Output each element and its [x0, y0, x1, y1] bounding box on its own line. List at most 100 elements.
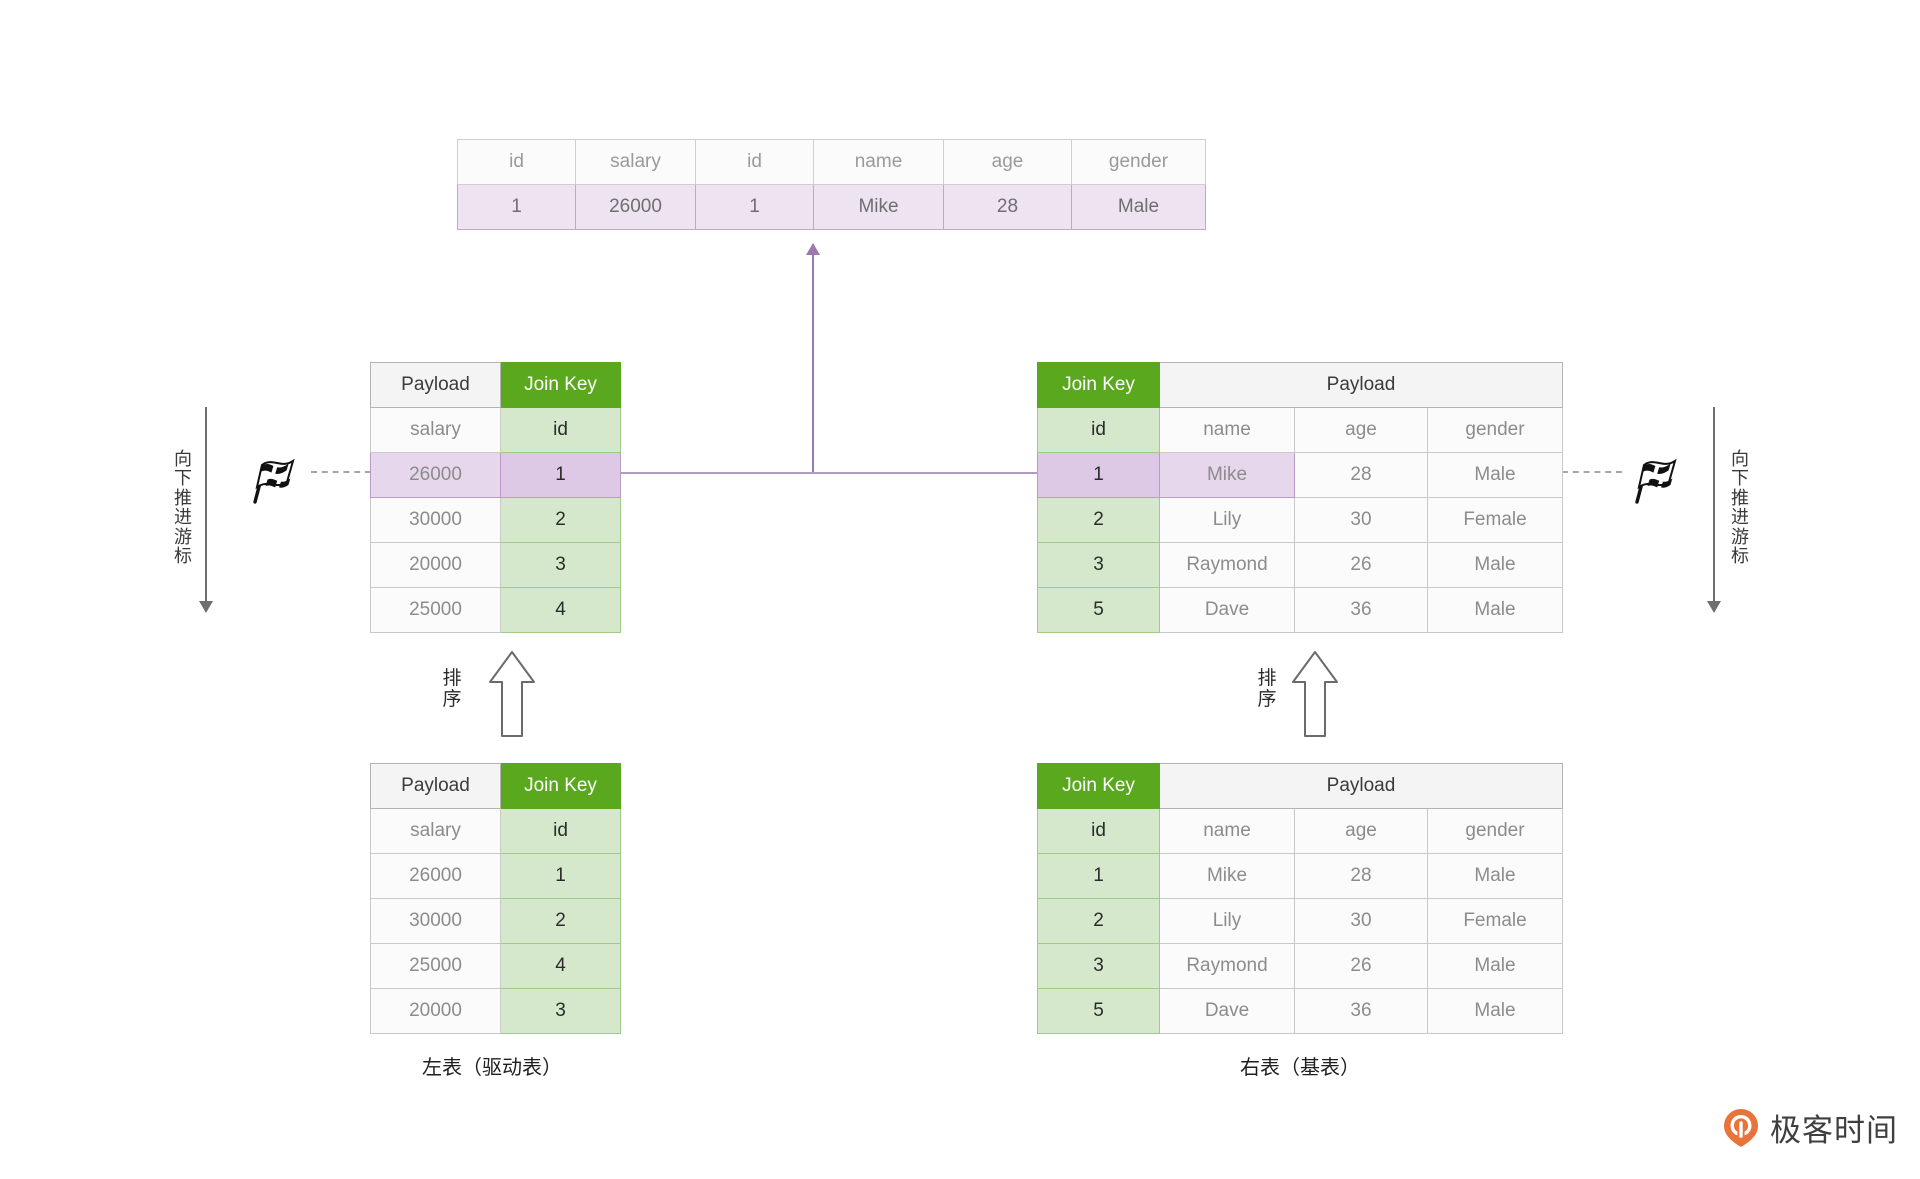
- table-row: 3 Raymond 26 Male: [1037, 943, 1563, 989]
- id-cell: 3: [1037, 542, 1160, 588]
- group-header-row: Join Key Payload: [1037, 362, 1563, 408]
- salary-cell: 26000: [370, 853, 501, 899]
- join-key-sub-header: id: [500, 407, 621, 453]
- id-cell: 1: [500, 853, 621, 899]
- rail-line: [205, 407, 207, 604]
- sub-header-row: id name age gender: [1037, 808, 1563, 854]
- gender-cell: Female: [1427, 898, 1563, 944]
- sub-header-row: salary id: [370, 407, 621, 453]
- id-cell: 2: [1037, 497, 1160, 543]
- table-row: 1 Mike 28 Male: [1037, 452, 1563, 498]
- salary-cell: 30000: [370, 898, 501, 944]
- join-key-group-header: Join Key: [500, 763, 621, 809]
- age-cell: 36: [1294, 988, 1428, 1034]
- result-cell: Mike: [813, 184, 944, 230]
- age-cell: 30: [1294, 898, 1428, 944]
- result-header-cell: salary: [575, 139, 696, 185]
- table-row: 5 Dave 36 Male: [1037, 988, 1563, 1034]
- rail-line: [1713, 407, 1715, 604]
- right-flag-connector-dashed: [1562, 471, 1622, 473]
- left-cursor-flag-icon: [243, 448, 303, 513]
- id-cell: 2: [500, 898, 621, 944]
- result-header-cell: id: [695, 139, 814, 185]
- table-row: 30000 2: [370, 898, 621, 944]
- name-cell: Raymond: [1159, 542, 1295, 588]
- salary-cell: 25000: [370, 943, 501, 989]
- join-key-group-header: Join Key: [500, 362, 621, 408]
- name-sub-header: name: [1159, 808, 1295, 854]
- group-header-row: Join Key Payload: [1037, 763, 1563, 809]
- gender-cell: Male: [1427, 943, 1563, 989]
- id-cell: 4: [500, 587, 621, 633]
- result-cell: Male: [1071, 184, 1206, 230]
- age-cell: 30: [1294, 497, 1428, 543]
- name-cell: Dave: [1159, 988, 1295, 1034]
- result-header-cell: name: [813, 139, 944, 185]
- table-row: 1 Mike 28 Male: [1037, 853, 1563, 899]
- gender-cell: Female: [1427, 497, 1563, 543]
- name-cell: Raymond: [1159, 943, 1295, 989]
- age-cell: 28: [1294, 853, 1428, 899]
- name-cell: Dave: [1159, 587, 1295, 633]
- salary-cell: 20000: [370, 542, 501, 588]
- id-cell: 2: [500, 497, 621, 543]
- table-row: 20000 3: [370, 988, 621, 1034]
- join-connector-horizontal: [621, 472, 1037, 474]
- right-sort-arrow-icon: [1292, 651, 1338, 737]
- id-cell: 3: [1037, 943, 1160, 989]
- right-source-table: Join Key Payload id name age gender 1 Mi…: [1037, 763, 1563, 1034]
- result-header-cell: gender: [1071, 139, 1206, 185]
- gender-sub-header: gender: [1427, 407, 1563, 453]
- left-flag-connector-dashed: [311, 471, 371, 473]
- join-arrow-head-icon: [806, 243, 820, 255]
- table-row: 2 Lily 30 Female: [1037, 497, 1563, 543]
- right-cursor-label: 向下推进游标: [1731, 449, 1749, 568]
- table-row: 26000 1: [370, 452, 621, 498]
- id-cell: 5: [1037, 988, 1160, 1034]
- gender-cell: Male: [1427, 452, 1563, 498]
- geektime-logo-icon: [1724, 1108, 1758, 1147]
- brand-name: 极客时间: [1770, 1113, 1898, 1149]
- payload-group-header: Payload: [1159, 763, 1563, 809]
- right-table-caption: 右表（基表）: [1240, 1055, 1360, 1079]
- right-sort-label: 排序: [1257, 667, 1277, 711]
- table-row: 25000 4: [370, 587, 621, 633]
- id-cell: 3: [500, 988, 621, 1034]
- table-row: 2 Lily 30 Female: [1037, 898, 1563, 944]
- gender-cell: Male: [1427, 587, 1563, 633]
- rail-arrow-head-icon: [1707, 601, 1721, 613]
- age-cell: 26: [1294, 943, 1428, 989]
- age-cell: 28: [1294, 452, 1428, 498]
- right-cursor-flag-icon: [1625, 448, 1685, 513]
- gender-cell: Male: [1427, 853, 1563, 899]
- group-header-row: Payload Join Key: [370, 763, 621, 809]
- id-cell: 1: [500, 452, 621, 498]
- name-cell: Mike: [1159, 853, 1295, 899]
- left-table-caption: 左表（驱动表）: [422, 1055, 562, 1079]
- payload-group-header: Payload: [1159, 362, 1563, 408]
- result-header-row: id salary id name age gender: [457, 139, 1206, 185]
- salary-cell: 20000: [370, 988, 501, 1034]
- id-cell: 4: [500, 943, 621, 989]
- left-cursor-label: 向下推进游标: [174, 449, 192, 568]
- rail-arrow-head-icon: [199, 601, 213, 613]
- id-cell: 2: [1037, 898, 1160, 944]
- result-cell: 28: [943, 184, 1072, 230]
- table-row: 26000 1: [370, 853, 621, 899]
- name-cell: Mike: [1159, 452, 1295, 498]
- result-header-cell: age: [943, 139, 1072, 185]
- left-sort-arrow-icon: [489, 651, 535, 737]
- result-header-cell: id: [457, 139, 576, 185]
- group-header-row: Payload Join Key: [370, 362, 621, 408]
- payload-sub-header: salary: [370, 808, 501, 854]
- age-sub-header: age: [1294, 808, 1428, 854]
- payload-group-header: Payload: [370, 362, 501, 408]
- left-source-table: Payload Join Key salary id 26000 1 30000…: [370, 763, 621, 1034]
- result-cell: 1: [457, 184, 576, 230]
- table-row: 30000 2: [370, 497, 621, 543]
- id-cell: 5: [1037, 587, 1160, 633]
- salary-cell: 25000: [370, 587, 501, 633]
- sub-header-row: id name age gender: [1037, 407, 1563, 453]
- left-sorted-table: Payload Join Key salary id 26000 1 30000…: [370, 362, 621, 633]
- result-cell: 26000: [575, 184, 696, 230]
